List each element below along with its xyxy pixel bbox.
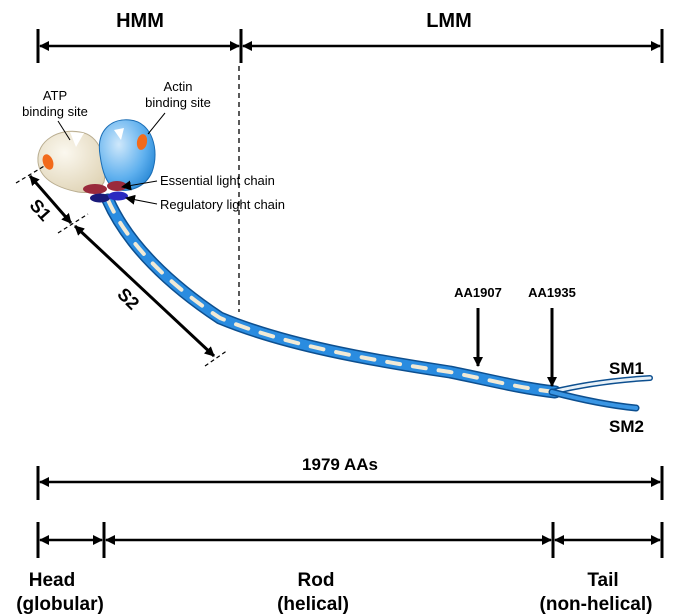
atp-leader xyxy=(57,120,71,141)
atp-label-line1: ATP xyxy=(43,88,67,103)
aa1907-label: AA1907 xyxy=(454,285,502,300)
essential-light-chain-right xyxy=(107,181,127,191)
actin-leader xyxy=(147,112,166,135)
tail-domain-line1: Tail xyxy=(587,570,618,591)
rod-domain-line2: (helical) xyxy=(277,594,349,615)
tail-domain-line2: (non-helical) xyxy=(540,594,653,615)
sm2-label: SM2 xyxy=(609,417,644,436)
actin-label-line1: Actin xyxy=(164,79,193,94)
sm1-label: SM1 xyxy=(609,359,644,378)
atp-label-line2: binding site xyxy=(22,104,88,119)
lmm-label: LMM xyxy=(426,10,472,32)
essential-light-chain-leader xyxy=(121,180,158,191)
regulatory-light-chain-right xyxy=(108,191,128,201)
domain-scale: Head (globular) Rod (helical) Tail (non-… xyxy=(16,522,664,615)
s2-label: S2 xyxy=(113,284,143,314)
hmm-lmm-scale: HMM LMM xyxy=(36,10,664,63)
s2-arrow xyxy=(73,224,216,358)
rod-domain-line1: Rod xyxy=(298,570,335,591)
regulatory-light-chain-left xyxy=(90,193,110,203)
head-domain-line1: Head xyxy=(29,570,75,591)
atp-pocket xyxy=(70,132,84,147)
essential-light-chain-left xyxy=(83,184,107,194)
atp-binding-site-mark xyxy=(42,154,54,170)
regulatory-light-chain-leader xyxy=(125,194,158,205)
aa1935-label: AA1935 xyxy=(528,285,576,300)
actin-binding-site-mark xyxy=(136,134,148,150)
head-blue xyxy=(98,119,156,191)
coiled-coil-rod xyxy=(101,193,653,412)
aa-markers: AA1907 AA1935 xyxy=(454,285,576,387)
hmm-label: HMM xyxy=(116,10,164,32)
essential-light-chain-label: Essential light chain xyxy=(160,173,275,188)
myosin-heads xyxy=(37,119,156,203)
head-annotations: ATP binding site Actin binding site Esse… xyxy=(22,79,285,212)
total-length-scale: 1979 AAs xyxy=(36,455,664,500)
total-length-label: 1979 AAs xyxy=(302,455,378,474)
s1-arrow xyxy=(28,175,73,224)
head-domain-line2: (globular) xyxy=(16,594,104,615)
regulatory-light-chain-label: Regulatory light chain xyxy=(160,197,285,212)
actin-label-line2: binding site xyxy=(145,95,211,110)
